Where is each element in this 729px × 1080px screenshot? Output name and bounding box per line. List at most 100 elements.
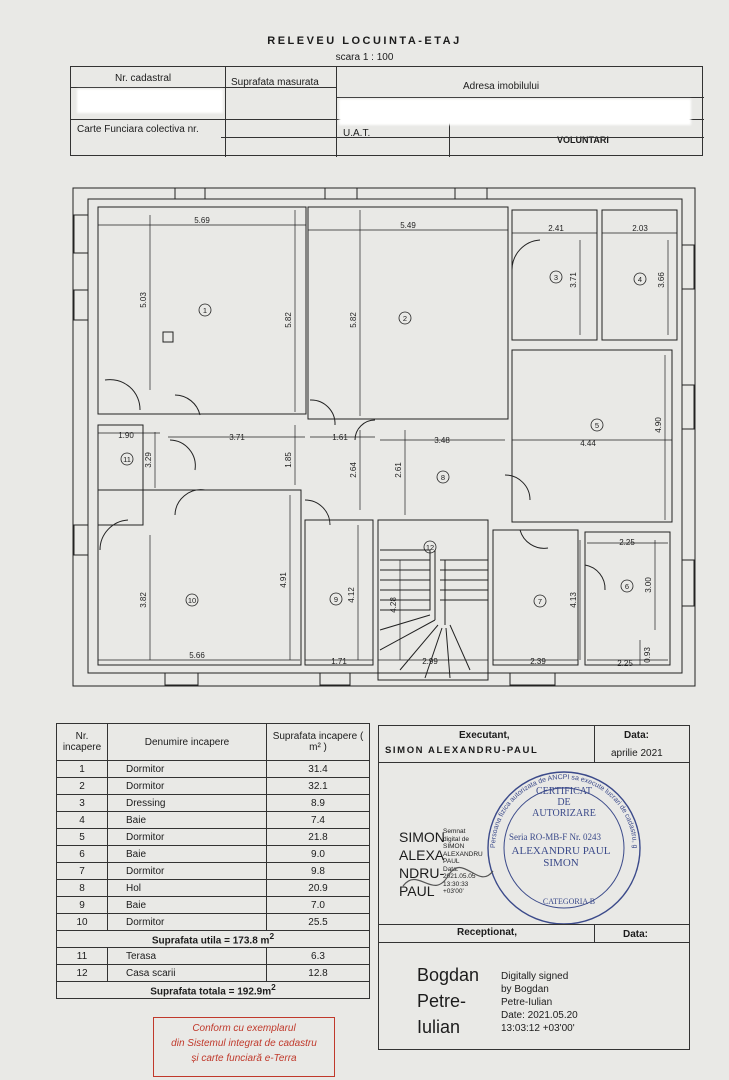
dim-label: 1.85 <box>284 452 293 468</box>
dim-label: 4.91 <box>279 572 288 588</box>
cell-area: 32.1 <box>266 777 370 795</box>
cell-nr: 4 <box>56 811 108 829</box>
header-line <box>225 67 226 157</box>
receptionat-data-label: Data: <box>623 929 649 940</box>
windows <box>73 187 695 686</box>
floor-plan: 1 2 3 4 5 6 7 8 9 10 11 12 5.69 5.49 2.4… <box>72 187 696 687</box>
room-label: 6 <box>625 582 629 591</box>
dim-label: 2.03 <box>632 224 648 233</box>
dim-label: 5.66 <box>189 651 205 660</box>
superscript: 2 <box>271 982 276 993</box>
dim-label: 5.49 <box>400 221 416 230</box>
dim-label: 2.64 <box>349 462 358 478</box>
room-label: 11 <box>123 455 131 464</box>
cell-nr: 2 <box>56 777 108 795</box>
dim-label: 5.03 <box>139 292 148 308</box>
cell-nr: 11 <box>56 947 108 965</box>
cell-nr: 3 <box>56 794 108 812</box>
cell-area: 7.0 <box>266 896 370 914</box>
cell-name: Baie <box>107 896 267 914</box>
sig-text: Date: 2021.05.20 <box>501 1010 578 1021</box>
dim-label: 4.90 <box>654 417 663 433</box>
adresa-label: Adresa imobilului <box>463 81 540 92</box>
executant-label: Executant, <box>459 730 510 741</box>
redacted-nr-cadastral <box>77 89 223 113</box>
dim-label: 5.82 <box>349 312 358 328</box>
staircase <box>379 549 488 679</box>
dim-label: 3.71 <box>569 272 578 288</box>
doors <box>99 239 606 591</box>
dim-label: 2.99 <box>422 657 438 666</box>
dim-label: 4.44 <box>580 439 596 448</box>
stamp-serie: Seria RO-MB-F Nr. 0243 <box>509 832 601 842</box>
cell-name: Dormitor <box>107 913 267 931</box>
room-label: 1 <box>203 306 207 315</box>
receptionat-label: Receptionat, <box>457 927 518 938</box>
cell-name: Hol <box>107 879 267 897</box>
dim-label: 3.66 <box>657 272 666 288</box>
executant-name: SIMON ALEXANDRU-PAUL <box>385 745 539 756</box>
suprafata-label: Suprafata masurata <box>231 77 319 88</box>
cell-area: 12.8 <box>266 964 370 982</box>
executant-digital-signature: Semnat digital de SIMON ALEXANDRU PAUL D… <box>443 828 493 896</box>
cell-area: 7.4 <box>266 811 370 829</box>
cell-name: Dormitor <box>107 862 267 880</box>
cell-name: Terasa <box>107 947 267 965</box>
dim-label: 2.25 <box>617 659 633 668</box>
carte-funciara-label: Carte Funciara colectiva nr. <box>77 124 199 135</box>
sig-line: SIMON <box>399 829 445 845</box>
dim-label: 1.71 <box>331 657 347 666</box>
divider <box>379 762 689 763</box>
authorization-stamp: Persoana fizica autorizata de ANCPI sa e… <box>477 768 641 925</box>
outer-wall-outer <box>72 187 696 687</box>
cell-name: Dressing <box>107 794 267 812</box>
cell-nr: 5 <box>56 828 108 846</box>
header-line <box>336 97 704 98</box>
stamp-cert: AUTORIZARE <box>532 808 596 819</box>
sig-line: Petre- <box>417 991 467 1011</box>
header-line <box>71 87 336 88</box>
dim-label: 2.25 <box>619 538 635 547</box>
sig-text: SIMON <box>443 843 465 850</box>
cell-area: 21.8 <box>266 828 370 846</box>
sig-text: ALEXANDRU <box>443 850 483 858</box>
receptionat-signature-name: Bogdan Petre- Iulian <box>417 962 479 1040</box>
total-area: Suprafata totala = 192.9m2 <box>56 981 370 999</box>
divider <box>594 726 595 762</box>
divider <box>379 942 689 943</box>
room-label: 10 <box>188 596 196 605</box>
sig-text: Digitally signed <box>501 971 569 982</box>
sig-text: 13:30:33 <box>443 880 469 888</box>
dim-label: 4.12 <box>347 587 356 603</box>
sig-text: digital de <box>443 835 470 843</box>
cell-nr: 9 <box>56 896 108 914</box>
executant-date: aprilie 2021 <box>611 748 663 759</box>
superscript: 2 <box>269 931 275 942</box>
room-label: 3 <box>554 273 558 282</box>
redacted-address <box>339 99 691 125</box>
col-header-name: Denumire incapere <box>107 723 267 761</box>
dim-label: 2.39 <box>530 657 546 666</box>
dim-label: 4.28 <box>389 597 398 613</box>
stamp-name: ALEXANDRU PAUL <box>512 845 611 857</box>
stamp-line: și carte funciară e-Terra <box>191 1053 297 1064</box>
sig-text: 2021.05.05 <box>443 873 476 880</box>
stamp-category: CATEGORIA B <box>543 897 595 906</box>
header-line <box>336 67 337 119</box>
conform-stamp: Conform cu exemplarul din Sistemul integ… <box>153 1017 335 1077</box>
sig-text: PAUL <box>443 858 460 865</box>
cell-area: 8.9 <box>266 794 370 812</box>
room-area-table: Nr. incapere Denumire incapere Suprafata… <box>56 723 370 999</box>
cell-area: 31.4 <box>266 760 370 778</box>
cell-area: 25.5 <box>266 913 370 931</box>
sig-text: Petre-Iulian <box>501 997 553 1008</box>
sig-text: Semnat <box>443 828 466 835</box>
receptionat-digital-signature: Digitally signed by Bogdan Petre-Iulian … <box>501 970 578 1035</box>
dim-label: 2.41 <box>548 224 564 233</box>
